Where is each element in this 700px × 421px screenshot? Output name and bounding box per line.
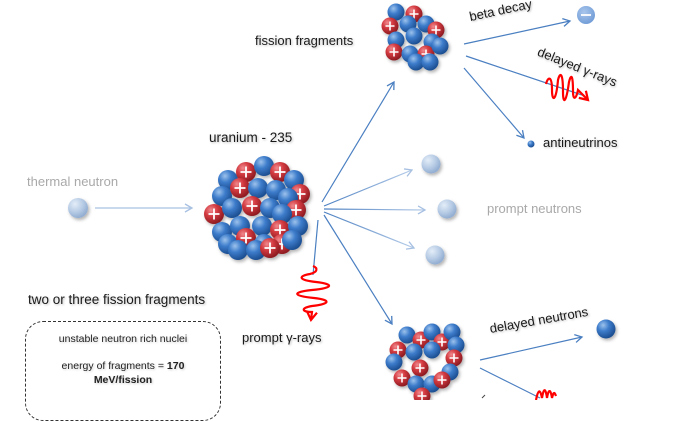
- delayed-gamma-ray-wave: [544, 73, 590, 102]
- fragment-energy-text: energy of fragments = 170 MeV/fission: [26, 359, 220, 387]
- arrow-delayed-neutrons: [479, 334, 584, 361]
- thermal-neutron-label: thermal neutron: [27, 174, 119, 189]
- thermal-neutron-particle: [68, 198, 88, 218]
- arrow-to-fission-fragment-bottom: [323, 214, 393, 326]
- uranium-label: uranium - 235: [209, 130, 293, 145]
- arrow-prompt-neutron-3: [323, 211, 416, 250]
- arrow-bottom-gamma: [479, 367, 541, 399]
- bottom-gamma-ray-wave: [534, 389, 558, 400]
- fission-fragment-bottom: [385, 323, 465, 400]
- electron-icon: [577, 6, 595, 24]
- fission-fragments-label: fission fragments: [255, 33, 354, 48]
- prompt-gamma-rays-label: prompt γ-rays: [242, 330, 322, 345]
- antineutrino-particle: [527, 140, 535, 148]
- prompt-gamma-ray-wave: [296, 264, 331, 323]
- uranium-nucleus: [203, 156, 311, 260]
- arrow-to-fission-fragment-top: [321, 80, 395, 203]
- delayed-neutron-particle: [596, 319, 616, 339]
- two-or-three-fragments-heading: two or three fission fragments: [28, 292, 206, 307]
- arrow-beta-decay: [463, 17, 572, 45]
- arrow-prompt-neutron-1: [323, 168, 414, 207]
- fission-fragment-top: [380, 3, 449, 71]
- energy-prefix: energy of fragments =: [61, 360, 167, 372]
- energy-value: 170: [166, 360, 185, 372]
- energy-unit: MeV/fission: [93, 374, 153, 386]
- arrow-antineutrinos: [463, 67, 525, 139]
- unstable-nuclei-text: unstable neutron rich nuclei: [58, 333, 188, 345]
- fragments-info-box: unstable neutron rich nuclei energy of f…: [25, 321, 221, 421]
- antineutrinos-label: antineutrinos: [543, 135, 618, 150]
- prompt-neutrons: [421, 154, 457, 265]
- bottom-gamma-label-fragment: [481, 394, 486, 399]
- arrow-prompt-neutron-2: [323, 205, 427, 215]
- fission-diagram: [68, 3, 616, 400]
- prompt-neutrons-label: prompt neutrons: [487, 201, 582, 216]
